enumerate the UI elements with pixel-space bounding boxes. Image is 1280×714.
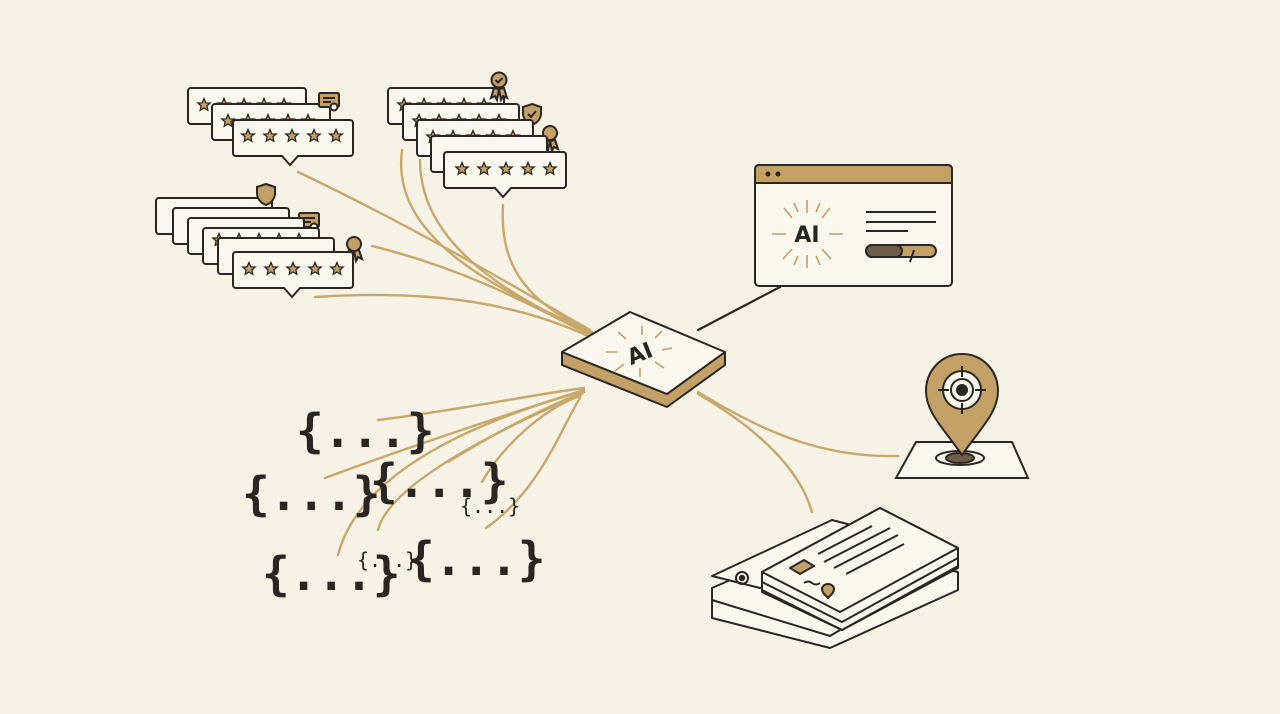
window-dot: [775, 171, 781, 177]
connector-contacts: [696, 392, 814, 514]
window-titlebar: [754, 164, 953, 184]
sparkle-rays: [772, 200, 843, 268]
shield-check-icon: [256, 182, 276, 207]
location-pin-small-icon: [821, 583, 835, 599]
chat-icon: [789, 559, 815, 575]
phone-icon: [803, 580, 821, 586]
card-edge: [761, 565, 959, 631]
card-edge: [761, 557, 959, 623]
json-snippet: {...}: [357, 548, 417, 572]
review-stack-c: [155, 182, 364, 299]
target-icon: [938, 366, 986, 414]
text-line: [817, 525, 873, 555]
ai-window-card: AI: [754, 164, 953, 287]
text-line: [823, 527, 891, 563]
window-dot: [765, 171, 771, 177]
text-line: [833, 534, 899, 569]
review-bubble: [232, 119, 354, 167]
cursor-mark: [909, 249, 915, 263]
review-stack-a: [187, 87, 354, 167]
toggle-knob: [865, 244, 903, 258]
contact-card-front-top: [761, 507, 959, 613]
json-snippet: {...}: [296, 404, 434, 458]
connector-json-c: [336, 389, 586, 557]
connector-json-f: [480, 394, 582, 484]
json-snippet: {...}: [242, 467, 380, 521]
window-ai-label: AI: [794, 223, 819, 248]
connector-json-e: [376, 392, 584, 532]
connector-window: [696, 285, 782, 332]
connector-location: [696, 390, 900, 458]
review-stack-b: [387, 71, 567, 199]
email-icon: [735, 571, 749, 585]
connector-reviews-a: [296, 170, 592, 332]
connector-lines: [296, 148, 900, 557]
review-bubble: [232, 251, 354, 299]
review-bubble: [443, 151, 567, 199]
connector-reviews-c: [370, 244, 590, 336]
connector-json-a: [376, 386, 586, 422]
connector-reviews-b3: [501, 203, 594, 334]
location-node: [894, 352, 1030, 479]
text-line: [845, 543, 905, 575]
hub-top: [561, 311, 726, 395]
award-ribbon-icon: [489, 71, 509, 104]
connector-reviews-c2: [313, 293, 590, 338]
connector-json-g: [484, 396, 582, 530]
certificate-icon: [318, 92, 340, 112]
json-snippet: {...}: [407, 532, 545, 586]
ai-hub: AI: [561, 311, 726, 408]
pin-shadow-core: [945, 452, 975, 464]
json-snippet: {...}: [370, 454, 508, 508]
contact-cards: [711, 507, 959, 649]
json-snippet: {...}: [262, 547, 400, 601]
sparkle-rays: [606, 326, 673, 377]
json-snippets: {...} {...} {...} {...} {...} {...} {...…: [242, 404, 545, 601]
json-snippet: {...}: [460, 494, 520, 518]
